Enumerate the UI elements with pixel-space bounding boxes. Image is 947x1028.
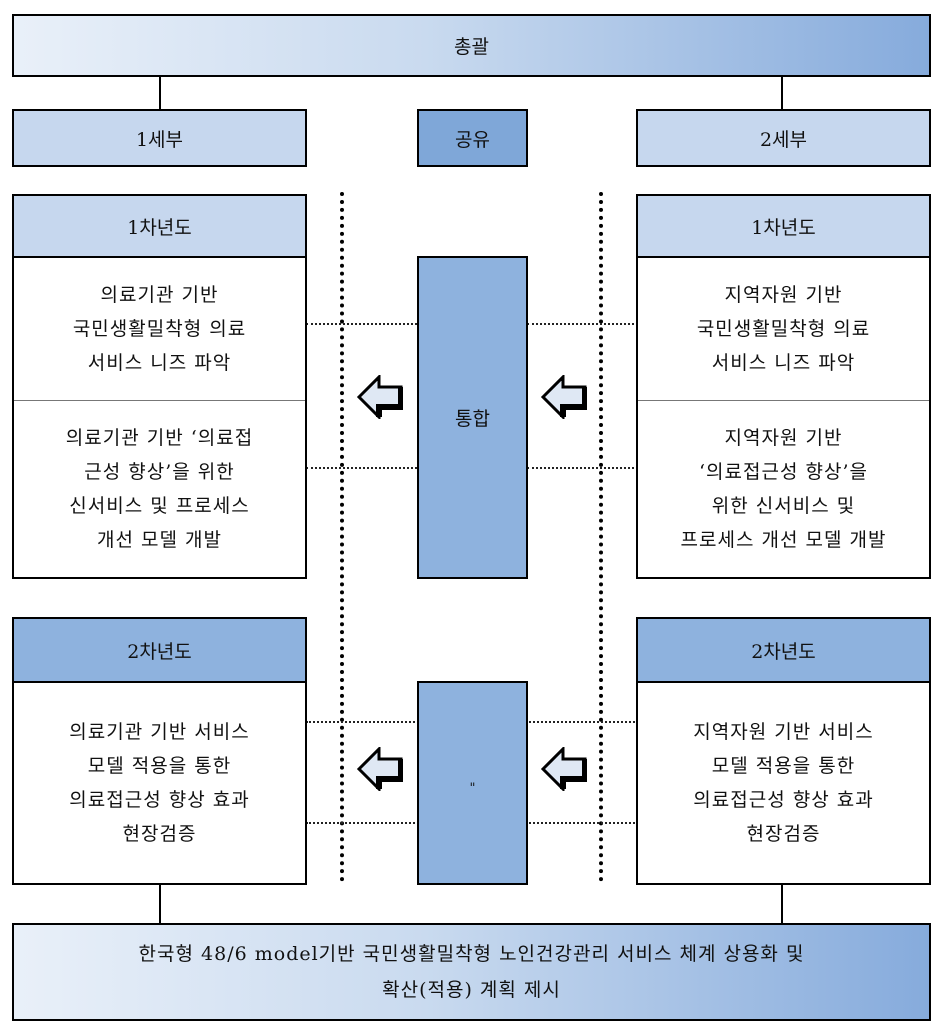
- share-header: 공유: [417, 109, 528, 167]
- share-label: 공유: [455, 128, 490, 151]
- overall-label: 총괄: [454, 36, 489, 58]
- integration-label: 통합: [455, 408, 490, 430]
- dotted-link-y1-right-1: [527, 323, 638, 325]
- sub2-header: 2세부: [636, 109, 931, 167]
- dotted-divider-left: [340, 192, 344, 882]
- y2-right-content: [636, 681, 931, 885]
- y1-left-content: [12, 256, 307, 579]
- y1-right-content: [636, 256, 931, 579]
- left-arrow-icon: [541, 747, 587, 791]
- final-outcome-label: 한국형 48/6 model기반 국민생활밀착형 노인건강관리 서비스 체계 상…: [138, 943, 805, 1001]
- sub1-label: 1세부: [135, 128, 184, 151]
- y1-right-header-label: 1차년도: [751, 216, 816, 239]
- dotted-link-y1-left-2: [306, 467, 417, 469]
- y2-center-label: ": [469, 780, 476, 796]
- sub2-label: 2세부: [759, 128, 808, 151]
- y2-left-content: [12, 681, 307, 885]
- dotted-divider-right: [599, 192, 603, 882]
- connector-top-right: [781, 75, 783, 111]
- final-outcome-box: 한국형 48/6 model기반 국민생활밀착형 노인건강관리 서비스 체계 상…: [12, 923, 931, 1021]
- y2-right-header: 2차년도: [636, 617, 931, 683]
- y2-right-item-1: 지역자원 기반 서비스 모델 적용을 통한 의료접근성 향상 효과 현장검증: [693, 721, 874, 845]
- y1-right-header: 1차년도: [636, 194, 931, 258]
- dotted-link-y1-left-1: [306, 323, 417, 325]
- y2-left-header: 2차년도: [12, 617, 307, 683]
- connector-bottom-right: [781, 883, 783, 925]
- overall-box: 총괄: [12, 14, 931, 77]
- integration-box: 통합: [417, 256, 528, 579]
- sub1-header: 1세부: [12, 109, 307, 167]
- y1-right-divider: [638, 400, 929, 401]
- y2-left-header-label: 2차년도: [127, 640, 192, 663]
- left-arrow-icon: [357, 375, 403, 419]
- y1-left-item-1: 의료기관 기반 국민생활밀착형 의료 서비스 니즈 파악: [72, 284, 247, 374]
- y2-left-item-1: 의료기관 기반 서비스 모델 적용을 통한 의료접근성 향상 효과 현장검증: [69, 721, 250, 845]
- y1-left-header-label: 1차년도: [127, 216, 192, 239]
- y2-right-header-label: 2차년도: [751, 640, 816, 663]
- y1-right-item-2: 지역자원 기반 ‘의료접근성 향상’을 위한 신서비스 및 프로세스 개선 모델…: [680, 427, 887, 551]
- left-arrow-icon: [357, 747, 403, 791]
- y1-left-divider: [14, 400, 305, 401]
- connector-top-left: [159, 75, 161, 111]
- connector-bottom-left: [159, 883, 161, 925]
- y1-left-header: 1차년도: [12, 194, 307, 258]
- dotted-link-y1-right-2: [527, 467, 638, 469]
- y1-right-item-1: 지역자원 기반 국민생활밀착형 의료 서비스 니즈 파악: [696, 284, 871, 374]
- left-arrow-icon: [541, 375, 587, 419]
- y2-center-box: ": [417, 681, 528, 885]
- y1-left-item-2: 의료기관 기반 ‘의료접 근성 향상’을 위한 신서비스 및 프로세스 개선 모…: [65, 427, 254, 551]
